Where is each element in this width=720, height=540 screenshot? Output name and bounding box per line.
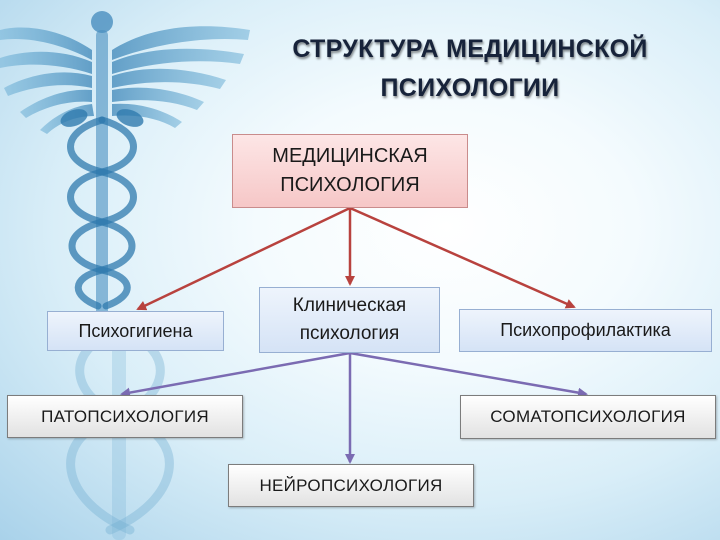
node-medical-psychology-line-1: МЕДИЦИНСКАЯ (272, 145, 428, 167)
node-clinical-psychology-line-1: Клиническая (292, 295, 407, 316)
node-clinical-psychology: Клиническая психология (259, 287, 440, 353)
node-somatopsychology: СОМАТОПСИХОЛОГИЯ (460, 395, 716, 439)
node-pathopsychology: ПАТОПСИХОЛОГИЯ (7, 395, 243, 438)
node-neuropsychology: НЕЙРОПСИХОЛОГИЯ (228, 464, 474, 507)
arrow-root-to-psychoprophylaxis (349, 206, 576, 309)
page-title-line-2: ПСИХОЛОГИИ (380, 74, 560, 102)
node-clinical-psychology-line-2: психология (299, 323, 400, 344)
node-somatopsychology-label: СОМАТОПСИХОЛОГИЯ (490, 407, 686, 426)
node-medical-psychology-line-2: ПСИХОЛОГИЯ (280, 174, 420, 196)
node-psychohygiene: Психогигиена (47, 311, 224, 351)
node-neuropsychology-label: НЕЙРОПСИХОЛОГИЯ (259, 475, 443, 495)
arrow-clinical-to-pathopsychology (120, 351, 351, 398)
node-psychoprophylaxis-label: Психопрофилактика (500, 320, 671, 340)
node-pathopsychology-label: ПАТОПСИХОЛОГИЯ (41, 406, 209, 426)
node-psychohygiene-label: Психогигиена (78, 320, 193, 341)
arrow-clinical-to-somatopsychology (349, 351, 588, 398)
page-title-line-1: СТРУКТУРА МЕДИЦИНСКОЙ (292, 35, 648, 63)
node-medical-psychology: МЕДИЦИНСКАЯ ПСИХОЛОГИЯ (232, 134, 468, 208)
page-title: СТРУКТУРА МЕДИЦИНСКОЙ ПСИХОЛОГИИ (250, 30, 690, 108)
arrow-root-to-psychohygiene (136, 206, 351, 311)
node-psychoprophylaxis: Психопрофилактика (459, 309, 712, 352)
